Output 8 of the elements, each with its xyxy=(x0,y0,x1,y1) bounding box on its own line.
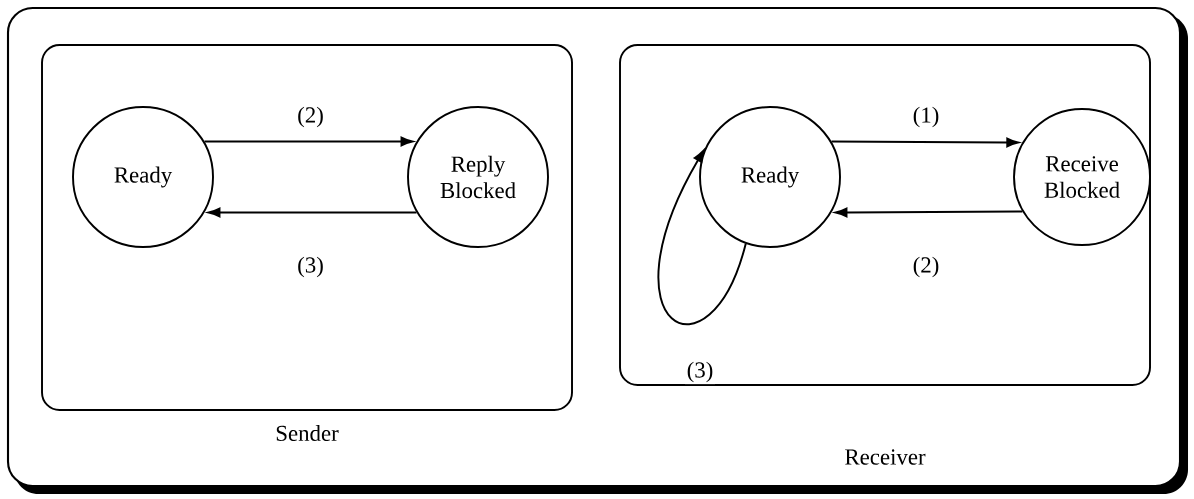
node-label: Sender xyxy=(276,424,339,442)
arrow xyxy=(834,207,1024,218)
edge-label: (2) xyxy=(295,104,326,130)
arrow xyxy=(203,136,414,147)
arrow xyxy=(207,207,418,218)
edge-label: (3) xyxy=(295,254,326,280)
node-label: Receiver xyxy=(845,449,926,465)
arrow xyxy=(657,149,747,325)
